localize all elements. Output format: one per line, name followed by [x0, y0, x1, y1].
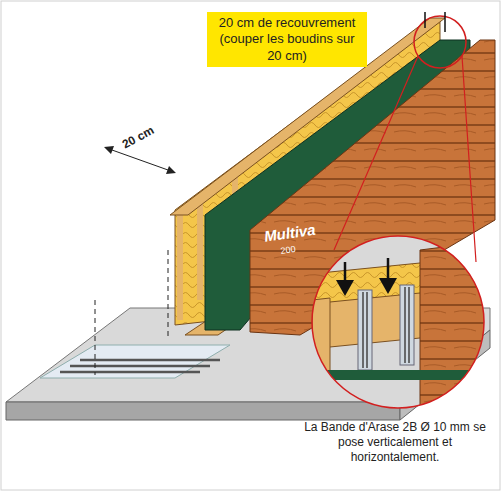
note-text: 20 cm de recouvrement (couper les boudin… [213, 15, 361, 64]
note-box: 20 cm de recouvrement (couper les boudin… [207, 12, 367, 67]
inset-caption: La Bande d'Arase 2B Ø 10 mm se pose vert… [300, 420, 490, 465]
membrane-grade: 200 [280, 244, 296, 256]
